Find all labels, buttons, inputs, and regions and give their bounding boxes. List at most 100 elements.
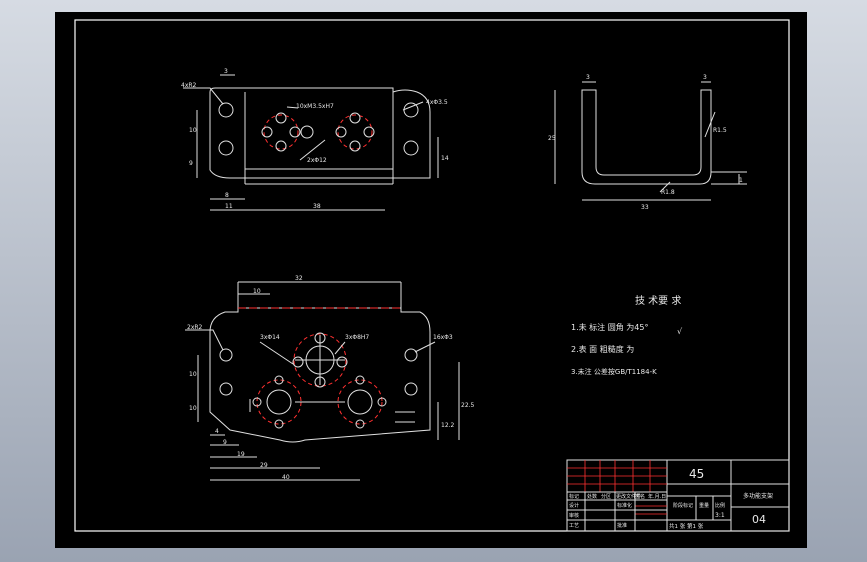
tb-cell-c10: 设计 [569, 502, 579, 509]
leader [185, 329, 224, 351]
dim-9b: 9 [223, 439, 227, 446]
hole [363, 126, 375, 138]
hole [377, 397, 387, 407]
bolt-circle [337, 379, 383, 425]
dim-w33: 33 [641, 204, 649, 211]
tech-title: 技 术要 求 [635, 294, 681, 307]
leader [299, 139, 326, 161]
label-phi3: 16xΦ3 [433, 334, 453, 341]
dim-19: 19 [237, 451, 245, 458]
tb-cell-c5: 签名 [635, 493, 645, 500]
tech-item-2: 2.表 面 粗糙度 为 [571, 344, 634, 354]
dim-t1: 3 [586, 74, 590, 81]
hole-large [266, 389, 292, 415]
bottom-view [185, 281, 460, 481]
part-name: 多功能支架 [743, 492, 773, 500]
label-phi12: 2xΦ12 [307, 157, 327, 164]
hole [355, 419, 365, 429]
dim-32: 32 [295, 275, 303, 282]
tb-cell-c8: 重量 [699, 502, 709, 509]
label-r2: 4xR2 [181, 82, 197, 89]
hole [292, 356, 304, 368]
hole [335, 126, 347, 138]
drawing-border [74, 19, 790, 532]
hole [403, 140, 419, 156]
hole-large [347, 389, 373, 415]
side-view-text: 3 3 25 33 R1.8 R1.5 1 [548, 74, 743, 211]
dim-10a: 10 [253, 288, 261, 295]
title-block-text: 45 多功能支架 04 3:1 共1 张 第1 张 标记 处数 分区 更改文件号… [569, 467, 773, 530]
dim-29: 29 [260, 462, 268, 469]
top-view-outline [209, 87, 431, 179]
leader [259, 341, 294, 365]
dim-r18: R1.8 [661, 189, 675, 196]
tech-requirements: 技 术要 求 1.未 标注 圆角 为45° √ 2.表 面 粗糙度 为 3.未注… [571, 294, 683, 376]
tb-cell-c13: 工艺 [569, 523, 579, 529]
hole [218, 140, 234, 156]
dim-t2: 3 [703, 74, 707, 81]
hole [349, 112, 361, 124]
hole [336, 356, 348, 368]
hole [219, 348, 233, 362]
tb-cell-c3: 分区 [601, 493, 611, 500]
hole [261, 126, 273, 138]
tb-cell-c12: 审核 [569, 512, 579, 519]
label-r2b: 2xR2 [187, 324, 203, 331]
tb-cell-c9: 比例 [715, 502, 725, 509]
title-block-frame [566, 459, 790, 532]
dim-9: 9 [189, 160, 193, 167]
hole [252, 397, 262, 407]
bolt-circle [293, 333, 347, 387]
hole [300, 125, 314, 139]
top-view-text: 4xR2 10xM3.5xH7 4xΦ3.5 2xΦ12 3 10 9 8 11… [181, 68, 449, 210]
hole [274, 419, 284, 429]
scale: 3:1 [715, 512, 725, 519]
dim-r15: R1.5 [713, 127, 727, 134]
leader [286, 106, 299, 109]
bolt-circle [263, 114, 299, 150]
hole [218, 102, 234, 118]
hole [289, 126, 301, 138]
label-m3: 10xM3.5xH7 [296, 103, 334, 110]
dim-40: 40 [282, 474, 290, 481]
hole [355, 375, 365, 385]
label-phi14: 3xΦ14 [260, 334, 280, 341]
tb-grid-red [567, 460, 667, 515]
leader [704, 111, 716, 138]
dim-8: 8 [225, 192, 229, 199]
dim-10c: 10 [189, 405, 197, 412]
bolt-circle [256, 379, 302, 425]
dim-10b: 10 [189, 371, 197, 378]
dim-38: 38 [313, 203, 321, 210]
u-profile [581, 89, 712, 185]
tech-mark: √ [677, 327, 683, 336]
hole [404, 348, 418, 362]
tb-cell-c1: 标记 [569, 493, 579, 500]
tb-cell-c4: 更改文件号 [616, 493, 641, 500]
dim-h25: 25 [548, 135, 556, 142]
hole [275, 112, 287, 124]
dim-11: 11 [225, 203, 233, 210]
tb-cell-c14: 批准 [617, 522, 627, 529]
leader [183, 87, 224, 105]
sheet-info: 共1 张 第1 张 [669, 522, 704, 530]
hole [349, 140, 361, 152]
tb-cell-c7: 阶段标记 [673, 502, 693, 509]
dim-3: 3 [224, 68, 228, 75]
tech-item-3: 3.未注 公差按GB/T1184-K [571, 367, 657, 376]
dim-s1: 1 [739, 177, 743, 184]
bolt-circle [337, 114, 373, 150]
label-m8: 3xΦ8H7 [345, 334, 369, 341]
leader [402, 101, 424, 111]
hole [219, 382, 233, 396]
dim-12-2: 12.2 [441, 422, 455, 429]
drawing-number: 04 [752, 513, 766, 526]
bottom-view-text: 32 10 2xR2 3xΦ14 3xΦ8H7 16xΦ3 10 10 4 9 … [187, 275, 475, 481]
leader [659, 181, 671, 193]
tb-cell-c2: 处数 [587, 493, 597, 500]
dim-10: 10 [189, 127, 197, 134]
dim-22-5: 22.5 [461, 402, 475, 409]
dim-14: 14 [441, 155, 449, 162]
hole [274, 375, 284, 385]
label-phi3-5: 4xΦ3.5 [426, 99, 448, 106]
